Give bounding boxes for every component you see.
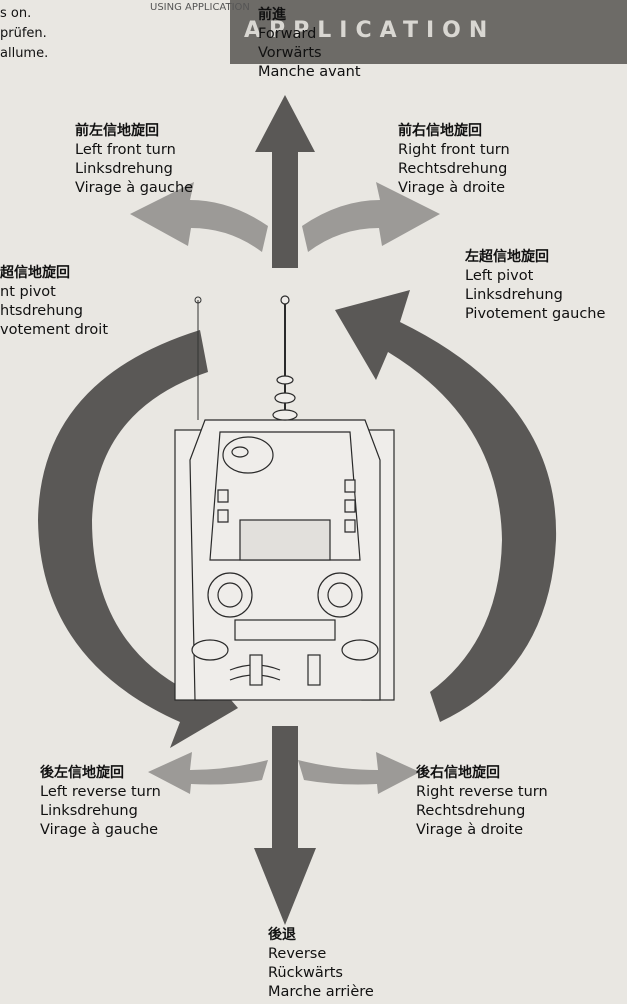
tank-drawing: [174, 295, 395, 701]
label-right-reverse-turn: 後右信地旋回 Right reverse turn Rechtsdrehung …: [416, 765, 548, 838]
label-left-reverse-turn: 後左信地旋回 Left reverse turn Linksdrehung Vi…: [40, 765, 161, 838]
label-right-pivot: 超信地旋回 nt pivot htsdrehung votement droit: [0, 265, 109, 338]
label-right-front-turn: 前右信地旋回 Right front turn Rechtsdrehung Vi…: [398, 123, 510, 196]
left-curved-arrow: [38, 330, 238, 748]
rear-right-arrow: [298, 752, 420, 794]
right-curved-arrow: [335, 290, 557, 722]
left-edge-line-3: allume.: [0, 46, 49, 61]
front-right-arrow: [302, 182, 440, 252]
front-left-arrow: [130, 182, 268, 252]
top-left-heading: USING APPLICATION: [150, 2, 250, 13]
left-edge-text: s on. prüfen. allume.: [0, 4, 48, 64]
left-edge-line-2: prüfen.: [0, 26, 47, 41]
reverse-arrow: [254, 726, 316, 925]
label-left-pivot: 左超信地旋回 Left pivot Linksdrehung Pivotemen…: [465, 249, 606, 322]
label-reverse: 後退 Reverse Rückwärts Marche arrière: [268, 927, 374, 1000]
label-left-front-turn: 前左信地旋回 Left front turn Linksdrehung Vira…: [75, 123, 194, 196]
label-forward: 前進 Forward Vorwärts Manche avant: [258, 7, 361, 80]
header-band-text: APPLICATION: [244, 18, 496, 43]
left-edge-line-1: s on.: [0, 6, 32, 21]
header-band: APPLICATION: [230, 0, 627, 64]
rear-left-arrow: [148, 752, 268, 794]
forward-arrow: [255, 95, 315, 268]
